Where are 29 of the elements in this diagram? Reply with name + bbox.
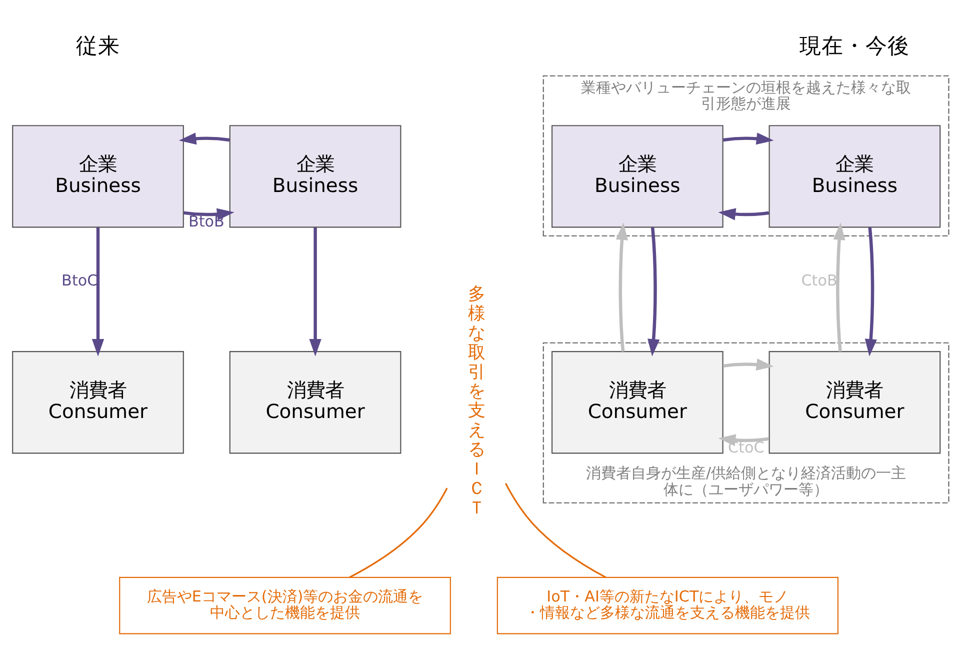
arrow: [178, 132, 230, 145]
label: 現在・今後: [800, 34, 910, 60]
arrow: [184, 208, 234, 220]
arrow: [722, 358, 774, 371]
arrow: [864, 227, 877, 356]
node-box: IoT・AI等の新たなICTにより、モノ・情報など多様な流通を支える機能を提供: [496, 576, 838, 634]
label: 従来: [76, 34, 120, 60]
node-box: 消費者 Consumer: [551, 351, 724, 454]
arrow: [92, 227, 104, 356]
arrow: [833, 222, 846, 352]
node-box: 消費者 Consumer: [768, 351, 941, 454]
arrow: [616, 222, 628, 352]
node-box: 企業 Business: [768, 125, 941, 228]
node-box: 企業 Business: [229, 125, 402, 228]
node-box: 企業 Business: [551, 125, 724, 228]
arrow: [722, 132, 774, 145]
connector: [504, 483, 606, 578]
arrow: [718, 434, 770, 446]
edge-label: BtoC: [62, 271, 98, 290]
arrow: [309, 227, 322, 356]
node-box: 広告やEコマース(決済)等のお金の流通を中心とした機能を提供: [119, 576, 451, 634]
node-box: 消費者 Consumer: [12, 351, 184, 454]
node-box: 企業 Business: [12, 125, 184, 228]
node-text: 多様な取引を支えるＩＣＴ: [468, 284, 485, 518]
arrow: [648, 227, 660, 356]
edge-label: CtoB: [801, 271, 838, 290]
arrow: [718, 208, 770, 220]
connector: [349, 488, 448, 578]
node-box: 消費者 Consumer: [229, 351, 402, 454]
